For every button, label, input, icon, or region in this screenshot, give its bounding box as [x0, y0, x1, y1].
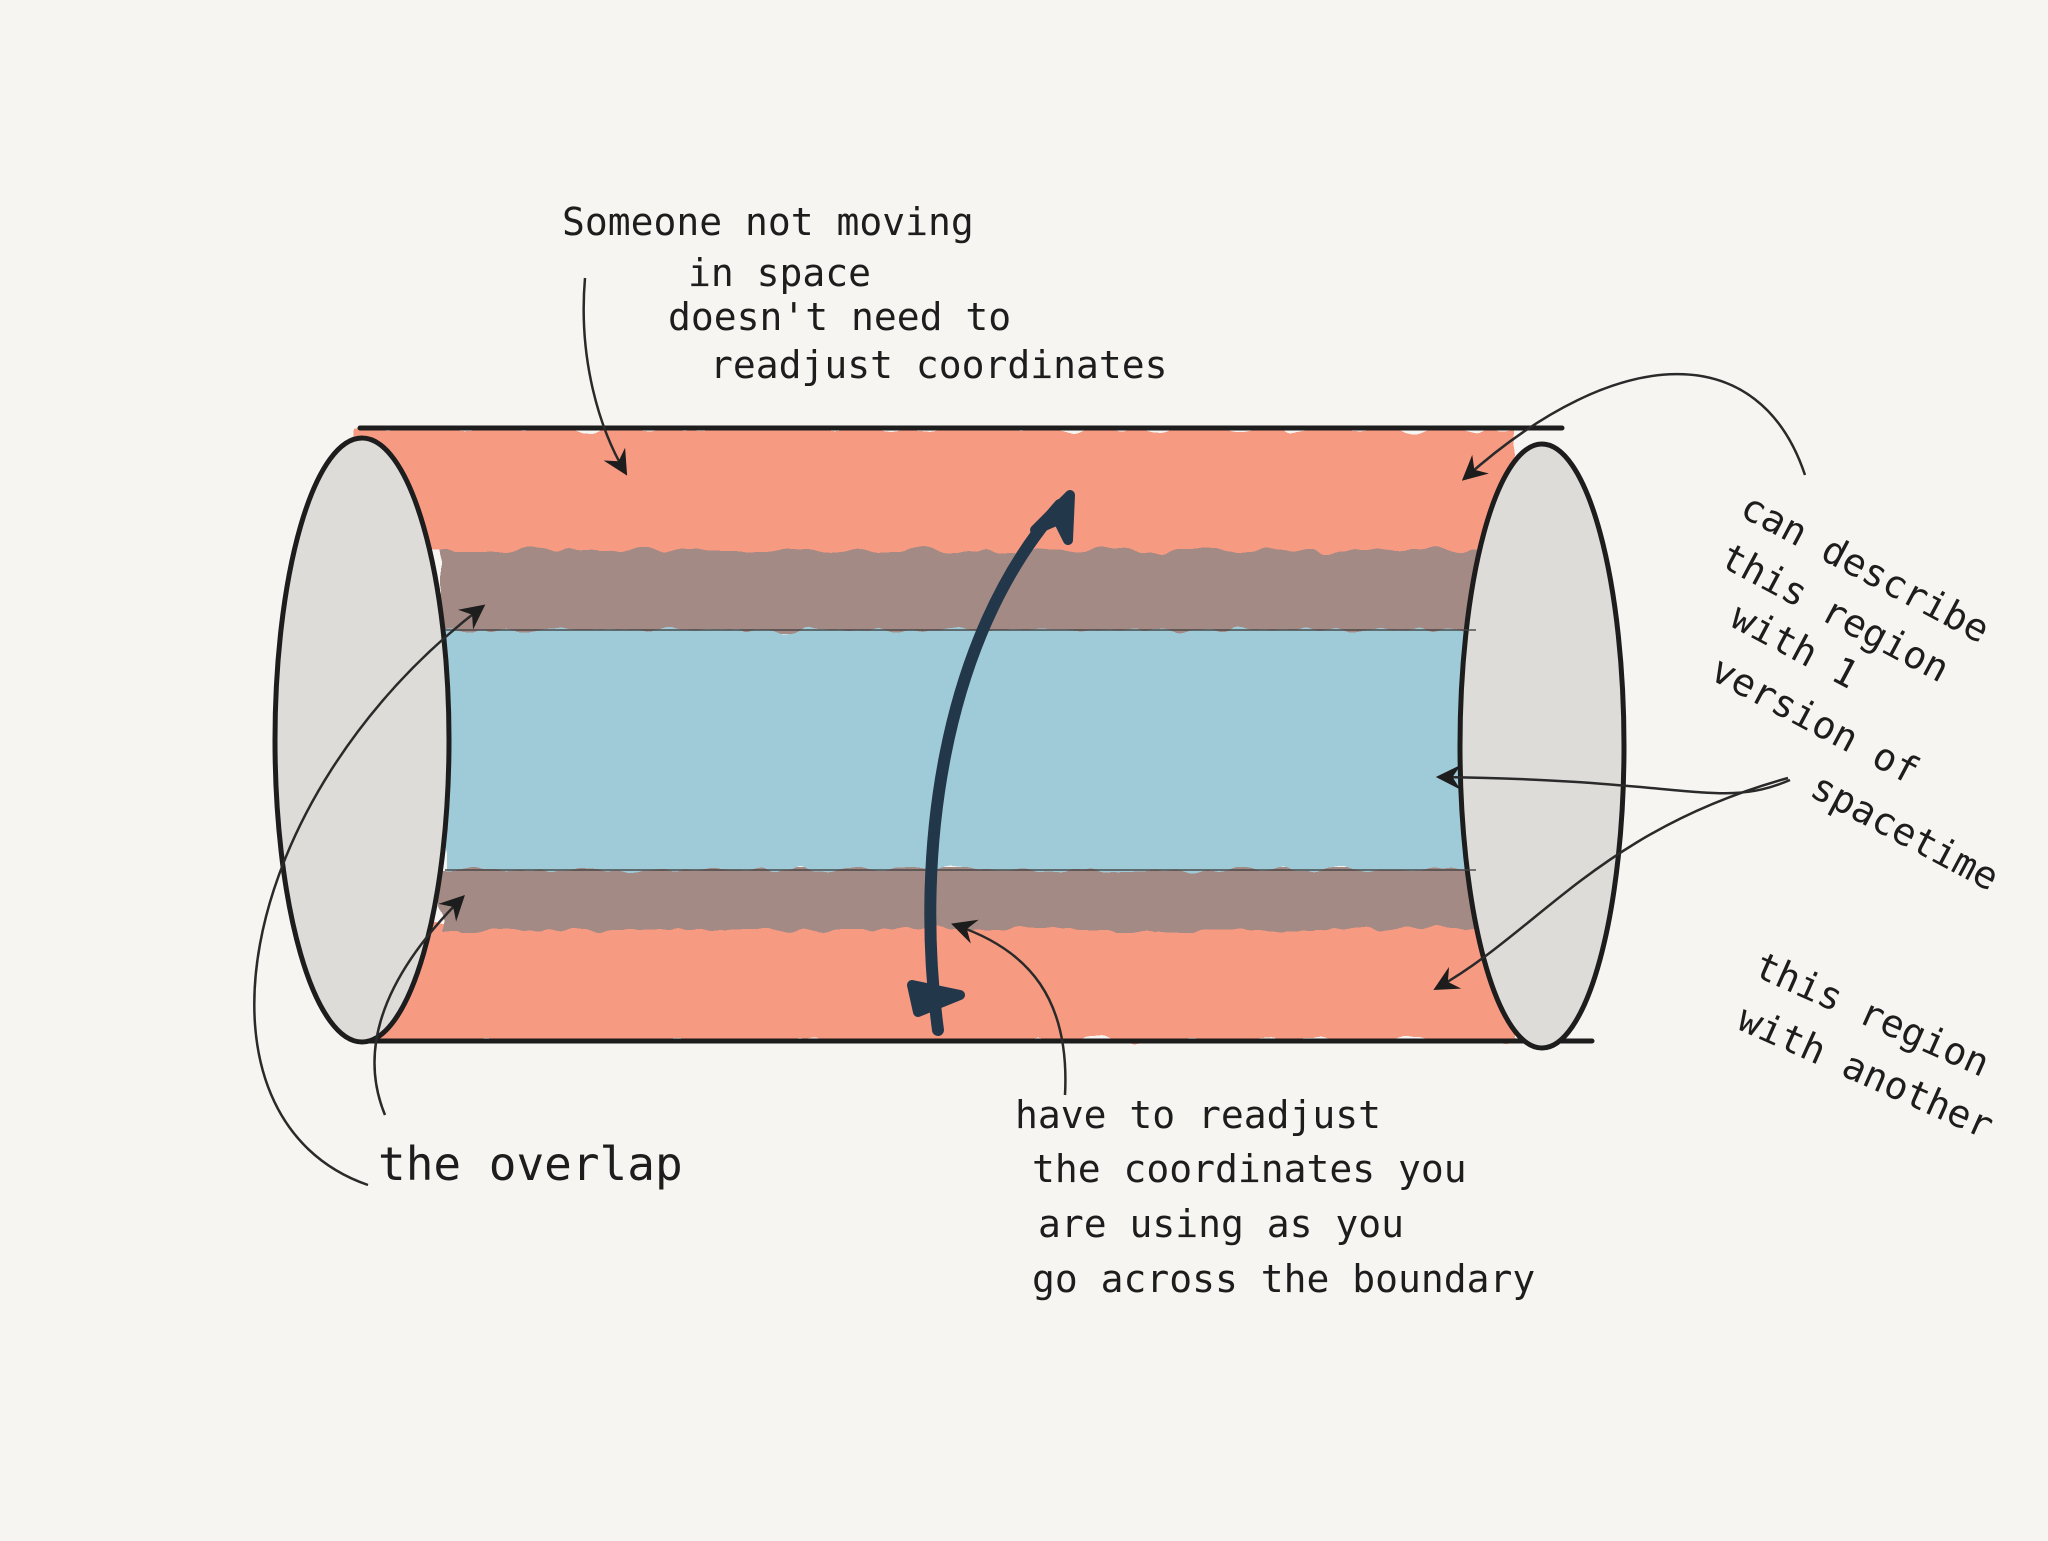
bottom-note: have to readjust the coordinates you are… [1015, 1093, 1535, 1301]
pointer-right-note-2 [1433, 776, 1789, 991]
bottom-note-line-1: have to readjust [1015, 1093, 1381, 1137]
outer-region-top [355, 430, 1515, 550]
top-note: Someone not moving in space doesn't need… [562, 200, 1168, 387]
cylinder-outline [357, 425, 1595, 1044]
top-note-line-1: Someone not moving [562, 200, 974, 244]
right-note-1: can describe this region with 1 version … [1704, 484, 2006, 900]
pointer-top-note [582, 277, 628, 476]
pointer-overlap-bottom [373, 895, 465, 1116]
overlap-label: the overlap [378, 1137, 683, 1191]
overlap-label-text: the overlap [378, 1137, 683, 1191]
right-end-cap [1457, 441, 1627, 1051]
worldline-arrow [907, 490, 1075, 1036]
pointer-right-note-1b [1435, 764, 1791, 795]
bottom-note-line-2: the coordinates you [1032, 1147, 1467, 1191]
overlap-band-bottom [440, 870, 1480, 930]
right-note-2: this region with another [1731, 943, 2000, 1148]
pointer-right-note-1 [1461, 373, 1807, 481]
top-note-line-2: in space [688, 251, 871, 295]
overlap-band-top [440, 550, 1480, 630]
pointer-overlap-top [253, 604, 486, 1187]
pointer-bottom-note [951, 919, 1067, 1096]
bottom-note-line-3: are using as you [1038, 1202, 1404, 1246]
pointer-lines [253, 277, 1807, 1187]
inner-boundary-lines [445, 629, 1476, 871]
top-note-line-4: readjust coordinates [710, 343, 1168, 387]
left-end-cap [272, 435, 452, 1045]
bottom-note-line-4: go across the boundary [1032, 1257, 1535, 1301]
top-note-line-3: doesn't need to [668, 295, 1011, 339]
